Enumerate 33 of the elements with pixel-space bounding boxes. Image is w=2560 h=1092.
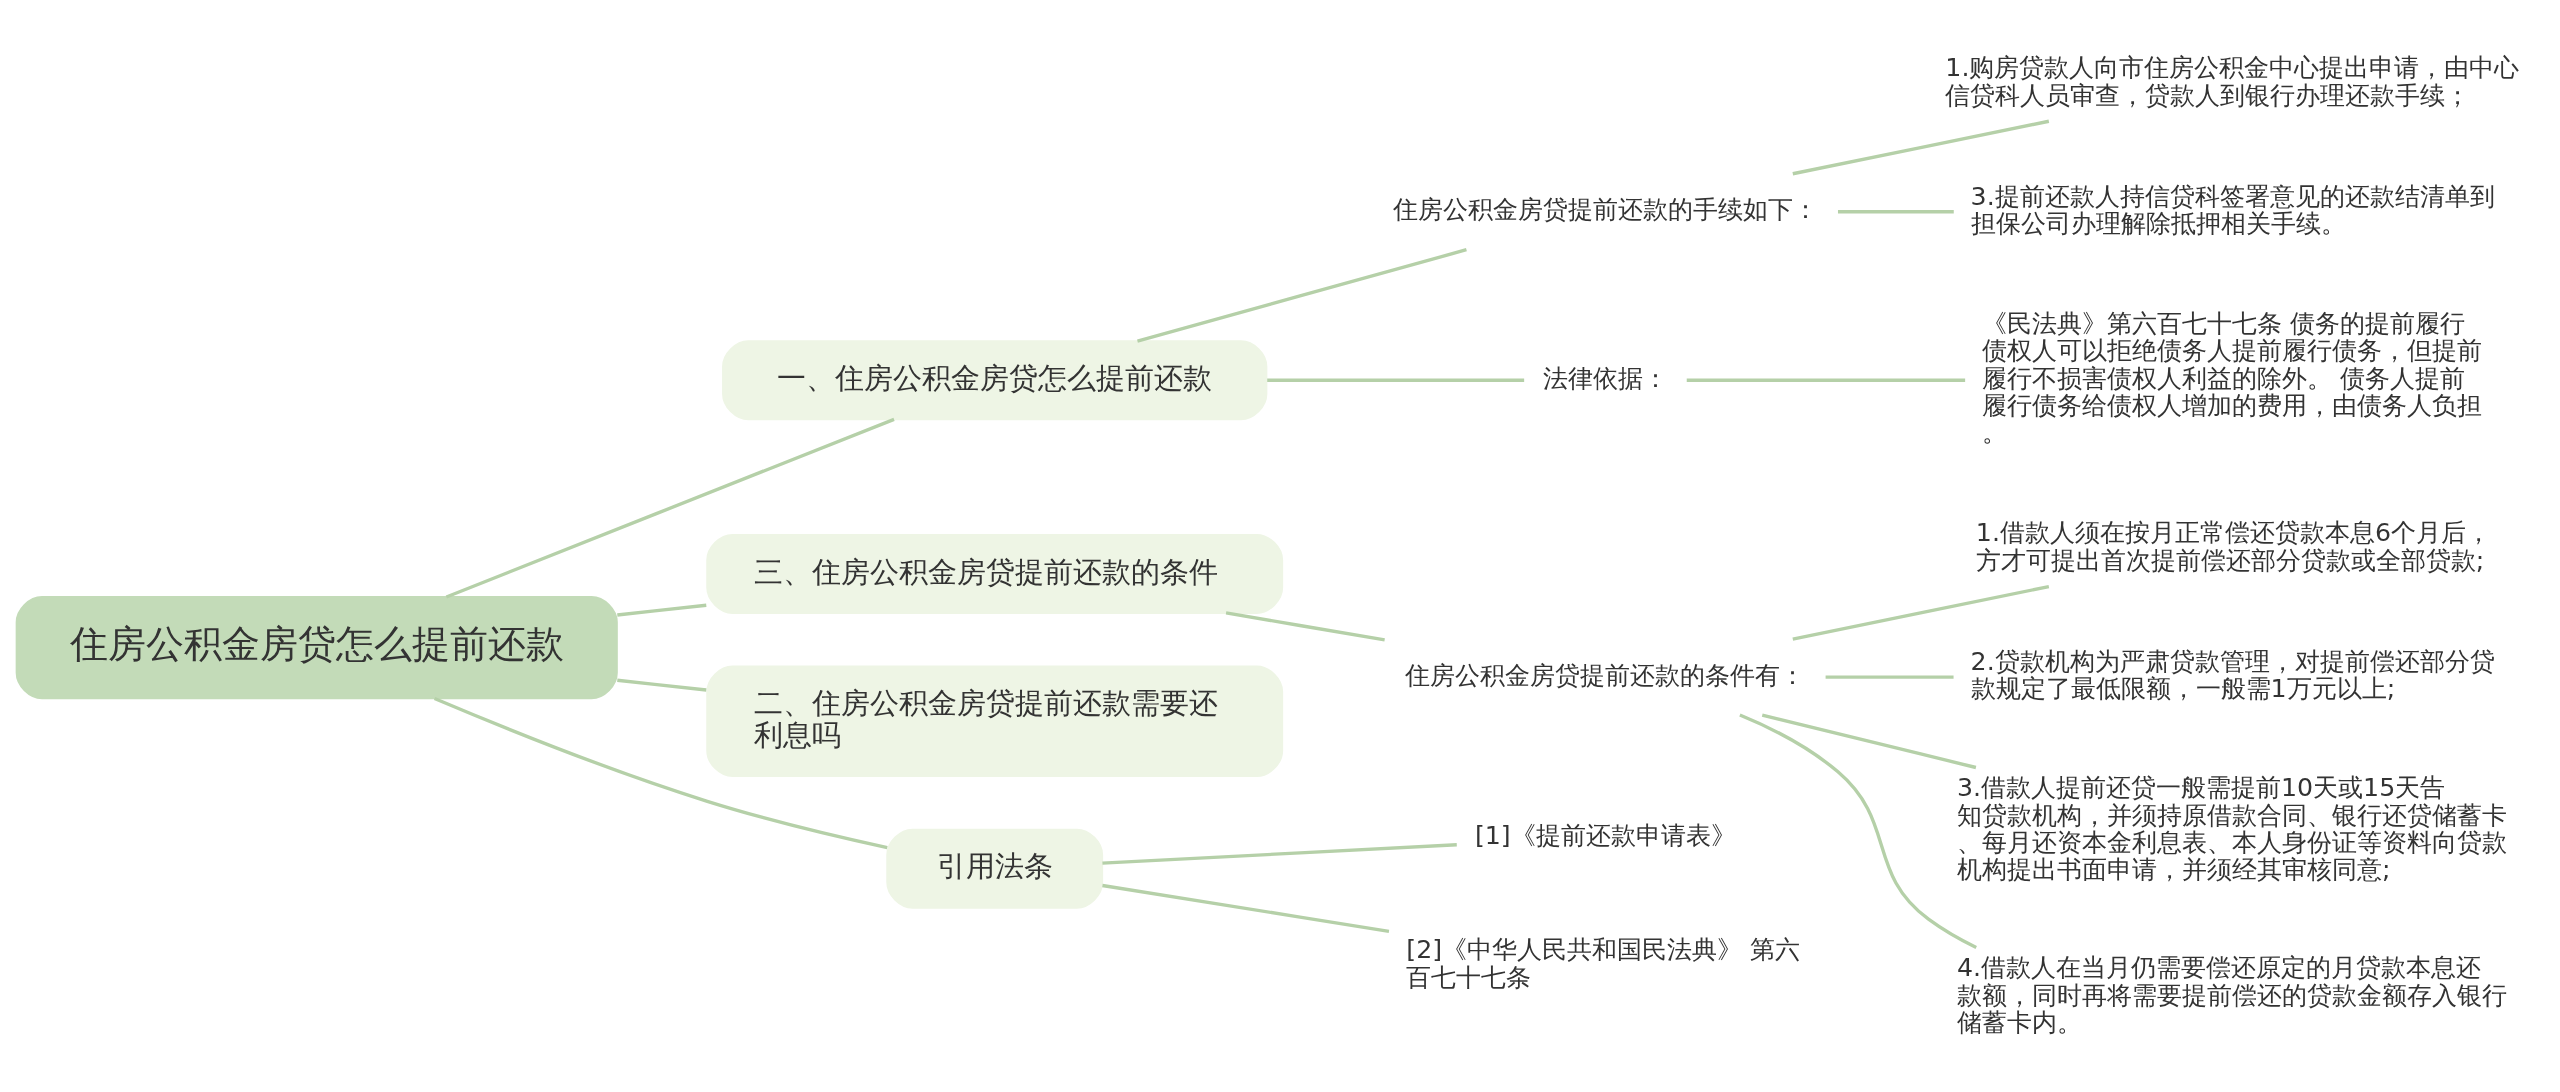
connector bbox=[1102, 883, 1390, 933]
connector bbox=[1267, 378, 1525, 382]
connector bbox=[617, 678, 707, 692]
connector bbox=[1825, 675, 1954, 679]
connector bbox=[445, 417, 895, 599]
node-text: 3.提前还款人持信贷科签署意见的还款结清单到担保公司办理解除抵押相关手续。 bbox=[1970, 181, 2495, 238]
connector bbox=[1837, 210, 1954, 214]
node-text: 1.购房贷款人向市住房公积金中心提出申请，由中心信贷科人员审查，贷款人到银行办理还款手续； bbox=[1945, 53, 2520, 110]
connector bbox=[1137, 248, 1467, 343]
connector bbox=[617, 603, 707, 617]
connector bbox=[1792, 119, 2050, 176]
node-text: 4.借款人在当月仍需要偿还原定的月贷款本息还款额，同时再将需要提前偿还的贷款金额存入银行储蓄卡内。 bbox=[1956, 953, 2507, 1037]
node-text: 法律依据： bbox=[1542, 363, 1668, 393]
connector bbox=[1225, 611, 1385, 642]
node-text: 住房公积金房贷提前还款的条件有： bbox=[1405, 660, 1806, 690]
node-text: 3.借款人提前还贷一般需提前10天或15天告知贷款机构，并须持原借款合同、银行还贷储蓄卡、每月还资本金利息表、本人身份证等资料向贷款机构提出书面申请，并须经其审核同意; bbox=[1956, 773, 2507, 885]
node-text: 2.贷款机构为严肃贷款管理，对提前偿还部分贷款规定了最低限额，一般需1万元以上; bbox=[1970, 646, 2495, 704]
connector bbox=[1792, 584, 2050, 641]
connector bbox=[1739, 713, 1977, 949]
node-text: 住房公积金房贷提前还款的手续如下： bbox=[1392, 195, 1818, 225]
node-box: 二、住房公积金房贷提前还款需要还利息吗 bbox=[706, 665, 1284, 778]
node-text: [2]《中华人民共和国民法典》 第六百七十七条 bbox=[1406, 935, 1801, 992]
node-box: 住房公积金房贷怎么提前还款 bbox=[15, 596, 618, 700]
node-text: 《民法典》第六百七十七条 债务的提前履行债权人可以拒绝债务人提前履行债务，但提前履行不损害债权人利益的除外。 债务人提前履行债务给债权人增加的费用，由债务人负担。 bbox=[1982, 308, 2483, 448]
connector bbox=[1686, 378, 1966, 382]
node-text: [1]《提前还款申请表》 bbox=[1474, 820, 1736, 850]
connector bbox=[433, 696, 888, 850]
connector bbox=[1102, 843, 1457, 865]
node-box: 引用法条 bbox=[886, 828, 1104, 909]
node-box: 一、住房公积金房贷怎么提前还款 bbox=[722, 340, 1268, 421]
node-box: 三、住房公积金房贷提前还款的条件 bbox=[706, 533, 1284, 614]
connector bbox=[1761, 713, 1977, 770]
node-text: 1.借款人须在按月正常偿还贷款本息6个月后，方才可提出首次提前偿还部分贷款或全部贷款; bbox=[1975, 518, 2492, 575]
